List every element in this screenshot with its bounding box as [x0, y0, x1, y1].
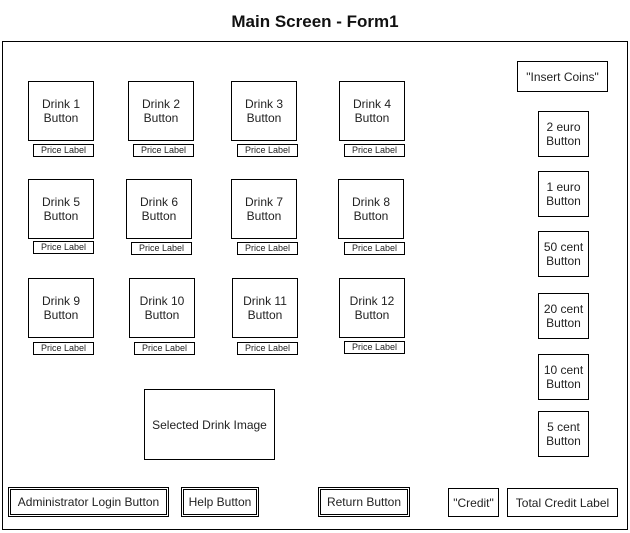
- coin-2-euro-label: 2 euro Button: [546, 120, 581, 148]
- drink-10-price-label: Price Label: [134, 342, 195, 355]
- coin-2-euro-button[interactable]: 2 euro Button: [538, 111, 589, 157]
- drink-10-label: Drink 10 Button: [139, 294, 185, 322]
- drink-4-price-label: Price Label: [344, 144, 405, 157]
- coin-10-cent-label: 10 cent Button: [543, 363, 584, 391]
- drink-4-button[interactable]: Drink 4 Button: [339, 81, 405, 141]
- drink-11-price-label: Price Label: [237, 342, 298, 355]
- drink-10-button[interactable]: Drink 10 Button: [129, 278, 195, 338]
- drink-6-label: Drink 6 Button: [139, 195, 178, 223]
- coin-1-euro-label: 1 euro Button: [546, 180, 581, 208]
- drink-3-label: Drink 3 Button: [244, 97, 283, 125]
- drink-6-button[interactable]: Drink 6 Button: [126, 179, 192, 239]
- return-button[interactable]: Return Button: [318, 487, 410, 517]
- help-button[interactable]: Help Button: [181, 487, 259, 517]
- coin-20-cent-label: 20 cent Button: [543, 302, 584, 330]
- selected-drink-image: Selected Drink Image: [144, 389, 275, 460]
- drink-1-label: Drink 1 Button: [41, 97, 80, 125]
- coin-10-cent-button[interactable]: 10 cent Button: [538, 354, 589, 400]
- drink-3-button[interactable]: Drink 3 Button: [231, 81, 297, 141]
- drink-2-price-label: Price Label: [133, 144, 194, 157]
- drink-1-price-label: Price Label: [33, 144, 94, 157]
- drink-12-button[interactable]: Drink 12 Button: [339, 278, 405, 338]
- drink-3-price-label: Price Label: [237, 144, 298, 157]
- form-frame: [2, 41, 628, 530]
- drink-5-label: Drink 5 Button: [41, 195, 80, 223]
- drink-5-button[interactable]: Drink 5 Button: [28, 179, 94, 239]
- coin-5-cent-label: 5 cent Button: [546, 420, 581, 448]
- insert-coins-label: "Insert Coins": [517, 61, 608, 92]
- diagram-title: Main Screen - Form1: [231, 12, 399, 31]
- drink-2-button[interactable]: Drink 2 Button: [128, 81, 194, 141]
- drink-7-label: Drink 7 Button: [244, 195, 283, 223]
- drink-9-label: Drink 9 Button: [41, 294, 80, 322]
- drink-12-label: Drink 12 Button: [349, 294, 395, 322]
- drink-7-button[interactable]: Drink 7 Button: [231, 179, 297, 239]
- credit-label: "Credit": [448, 488, 499, 517]
- drink-11-button[interactable]: Drink 11 Button: [232, 278, 298, 338]
- drink-8-label: Drink 8 Button: [351, 195, 390, 223]
- drink-8-button[interactable]: Drink 8 Button: [338, 179, 404, 239]
- drink-11-label: Drink 11 Button: [243, 294, 287, 322]
- coin-1-euro-button[interactable]: 1 euro Button: [538, 171, 589, 217]
- drink-12-price-label: Price Label: [344, 341, 405, 354]
- coin-50-cent-button[interactable]: 50 cent Button: [538, 231, 589, 277]
- coin-20-cent-button[interactable]: 20 cent Button: [538, 293, 589, 339]
- coin-50-cent-label: 50 cent Button: [543, 240, 584, 268]
- drink-8-price-label: Price Label: [344, 242, 405, 255]
- drink-1-button[interactable]: Drink 1 Button: [28, 81, 94, 141]
- drink-9-button[interactable]: Drink 9 Button: [28, 278, 94, 338]
- drink-4-label: Drink 4 Button: [352, 97, 391, 125]
- coin-5-cent-button[interactable]: 5 cent Button: [538, 411, 589, 457]
- drink-9-price-label: Price Label: [33, 342, 94, 355]
- administrator-login-button[interactable]: Administrator Login Button: [8, 487, 169, 517]
- drink-6-price-label: Price Label: [131, 242, 192, 255]
- drink-5-price-label: Price Label: [33, 241, 94, 254]
- drink-7-price-label: Price Label: [237, 242, 298, 255]
- total-credit-label: Total Credit Label: [507, 488, 618, 517]
- drink-2-label: Drink 2 Button: [141, 97, 180, 125]
